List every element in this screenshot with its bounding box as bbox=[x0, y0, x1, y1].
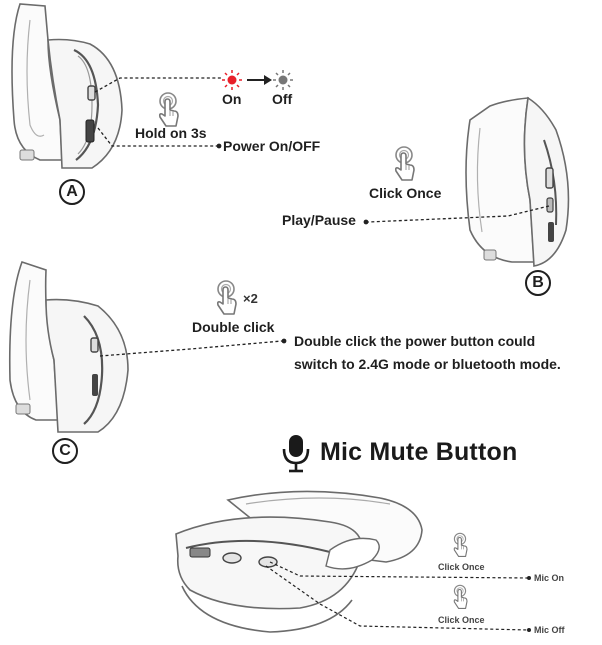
gesture-label-b: Click Once bbox=[369, 185, 442, 201]
leader-lines-mic bbox=[265, 561, 529, 631]
gesture-label-mic-on: Click Once bbox=[438, 562, 485, 572]
light-on-icon bbox=[222, 70, 242, 90]
badge-b: B bbox=[525, 270, 551, 296]
leader-dot-a bbox=[216, 143, 222, 149]
badge-c: C bbox=[52, 438, 78, 464]
function-label-mic-off: Mic Off bbox=[534, 625, 565, 635]
gesture-label-a: Hold on 3s bbox=[135, 125, 207, 141]
state-off-label: Off bbox=[272, 91, 293, 107]
tap-hand-icon bbox=[216, 280, 237, 315]
arrow-right-icon bbox=[247, 75, 272, 85]
mic-section-title: Mic Mute Button bbox=[320, 438, 518, 466]
leader-lines-a bbox=[94, 77, 222, 147]
state-on-label: On bbox=[222, 91, 242, 107]
gesture-label-c: Double click bbox=[192, 319, 275, 335]
microphone-icon bbox=[282, 435, 310, 473]
leader-dot-c bbox=[281, 338, 287, 344]
tap-hand-icon bbox=[453, 584, 468, 609]
headphone-c-illustration bbox=[8, 260, 129, 433]
description-line-2: switch to 2.4G mode or bluetooth mode. bbox=[294, 356, 561, 372]
leader-dot-mic-on bbox=[527, 576, 531, 580]
leader-line-c bbox=[99, 340, 283, 357]
description-line-1: Double click the power button could bbox=[294, 333, 536, 349]
leader-dot-b bbox=[363, 219, 369, 225]
headphone-side-illustration bbox=[175, 490, 423, 633]
gesture-label-mic-off: Click Once bbox=[438, 615, 485, 625]
double-click-multiplier: ×2 bbox=[243, 291, 258, 306]
function-label-mic-on: Mic On bbox=[534, 573, 565, 583]
headphone-b-illustration bbox=[465, 96, 570, 267]
light-off-icon bbox=[273, 70, 293, 90]
function-label-a: Power On/OFF bbox=[223, 138, 321, 154]
tap-hand-icon bbox=[158, 92, 179, 127]
badge-a: A bbox=[59, 179, 85, 205]
tap-hand-icon bbox=[453, 532, 468, 557]
headphone-a-illustration bbox=[11, 3, 123, 169]
leader-dot-mic-off bbox=[527, 628, 531, 632]
tap-hand-icon bbox=[394, 146, 415, 181]
function-label-b: Play/Pause bbox=[282, 212, 356, 228]
